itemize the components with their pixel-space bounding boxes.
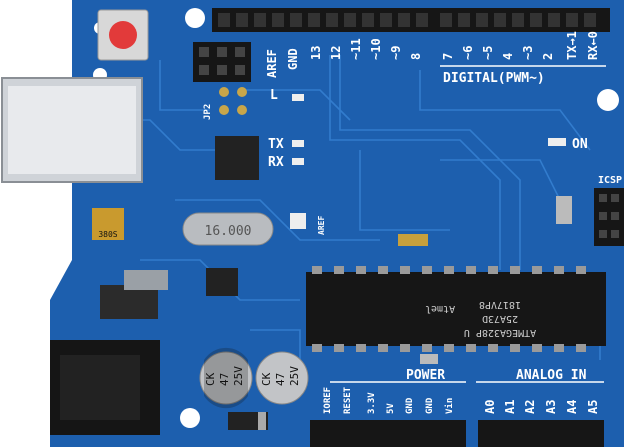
small-ic <box>206 268 238 296</box>
usb-chip <box>215 136 259 180</box>
analog-pin-label: A4 <box>565 400 579 414</box>
digital-pin-label: ~11 <box>349 38 363 60</box>
l-label: L <box>270 88 278 103</box>
digital-pin-label: 13 <box>309 46 323 60</box>
smd-component <box>556 196 572 224</box>
digital-pin-label: 12 <box>329 46 343 60</box>
icsp2-pins <box>199 47 245 75</box>
rx-label: RX <box>268 155 284 170</box>
cap-right-line2: 47 <box>274 373 287 386</box>
digital-pin-label: TX→1 <box>565 31 579 60</box>
power-pin-label: 5V <box>386 403 396 414</box>
mounting-hole <box>180 408 200 428</box>
l-led <box>292 94 304 101</box>
usb-port-face <box>8 86 136 174</box>
digital-label: DIGITAL(PWM~) <box>443 71 545 86</box>
capacitor-left: CK 47 25V <box>199 347 253 409</box>
pcb-fill <box>72 0 624 447</box>
gnd-label: GND <box>286 48 300 70</box>
digital-pin-label: ~9 <box>389 46 403 60</box>
analog-pin-label: A1 <box>503 400 517 414</box>
power-pin-label: Vin <box>444 398 455 414</box>
cap-right-line1: CK <box>260 372 273 386</box>
reset-button <box>109 21 137 49</box>
on-led <box>548 138 566 146</box>
power-jack-face <box>60 355 140 420</box>
crystal <box>182 212 274 246</box>
mounting-hole <box>185 8 205 28</box>
power-label: POWER <box>406 368 445 383</box>
analog-label: ANALOG IN <box>516 368 587 383</box>
mounting-hole <box>597 89 619 111</box>
digital-pin-label: ~5 <box>481 46 495 60</box>
digital-pin-labels: 13 12 ~11 ~10 ~9 8 7 ~6 ~5 4 ~3 2 TX→1 RX←0 <box>309 31 600 60</box>
voltage-regulator <box>100 285 158 319</box>
digital-pin-label: RX←0 <box>586 31 600 60</box>
cap-left-line1: CK <box>204 372 217 386</box>
power-header <box>310 420 466 447</box>
power-pin-label: IOREF <box>323 387 333 414</box>
digital-pin-label: ~6 <box>461 46 475 60</box>
chip-line-1: ATMEGA328P U <box>464 327 536 338</box>
jp2-label: JP2 <box>203 104 213 120</box>
chip-pins <box>312 266 586 352</box>
smd-component <box>420 354 438 364</box>
cap-left-line3: 25V <box>232 366 245 386</box>
analog-pin-label: A2 <box>523 400 537 414</box>
icsp-header <box>594 188 624 246</box>
analog-header <box>478 420 604 447</box>
microcontroller <box>306 272 606 346</box>
digital-pin-label: ~10 <box>369 38 383 60</box>
on-label: ON <box>572 137 588 152</box>
regulator-tab <box>124 270 168 290</box>
digital-pin-label: ~3 <box>521 46 535 60</box>
crystal-label: 16.000 <box>205 224 252 239</box>
analog-pin-labels: A0 A1 A2 A3 A4 A5 <box>483 400 600 414</box>
digital-pin-label: 8 <box>409 53 423 60</box>
digital-pin-label: 7 <box>441 53 455 60</box>
fuse-label: 380S <box>98 230 117 239</box>
power-pin-label: GND <box>405 397 415 414</box>
digital-header-pins <box>218 13 596 27</box>
chip-line-3: 1817VP8 <box>479 299 521 310</box>
reset-jumper <box>290 213 306 229</box>
power-pin-label: 3.3V <box>367 392 377 414</box>
power-pin-label: GND <box>425 397 435 414</box>
aref-label: AREF <box>265 49 279 78</box>
fuse <box>92 208 124 240</box>
aref-vert-label: AREF <box>317 216 326 235</box>
icsp-label: ICSP <box>598 175 622 186</box>
power-pin-labels: IOREF RESET 3.3V 5V GND GND Vin <box>323 386 455 414</box>
cap-right-line3: 25V <box>288 366 301 386</box>
icsp-pins <box>599 194 619 238</box>
diode-band <box>258 412 266 430</box>
jp2-pads <box>219 87 247 115</box>
cap-left-line2: 47 <box>218 373 231 386</box>
tx-label: TX <box>268 137 284 152</box>
chip-line-2: 25A73D <box>482 313 518 324</box>
small-component <box>398 234 428 246</box>
tx-led <box>292 140 304 147</box>
digital-pin-label: 4 <box>501 53 515 60</box>
chip-brand: Atmel <box>425 303 455 314</box>
power-pin-label: RESET <box>343 386 353 414</box>
analog-pin-label: A5 <box>586 400 600 414</box>
analog-pin-label: A3 <box>544 400 558 414</box>
digital-pin-label: 2 <box>541 53 555 60</box>
rx-led <box>292 158 304 165</box>
analog-pin-label: A0 <box>483 400 497 414</box>
capacitor-right: CK 47 25V <box>255 351 309 405</box>
